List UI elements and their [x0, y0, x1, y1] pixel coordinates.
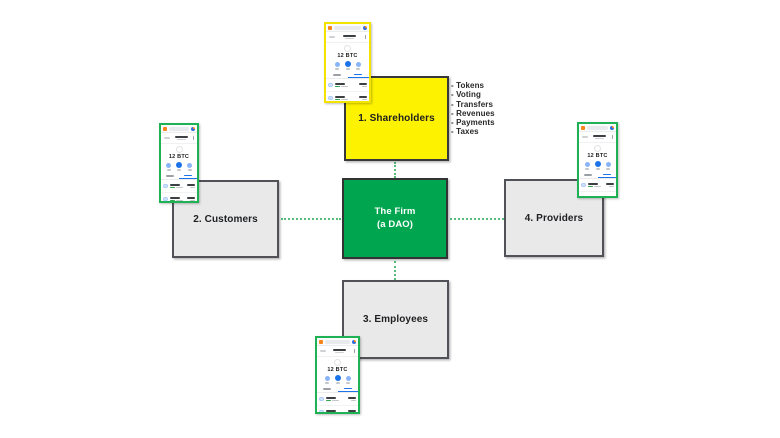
- wallet-browser-bar: [326, 24, 369, 32]
- wallet-logo-icon: [319, 339, 323, 344]
- wallet-action-swap: [355, 61, 361, 70]
- wallet-transaction-row: [579, 179, 616, 192]
- wallet-balance-text: 12 BTC: [327, 367, 348, 373]
- wallet-menu-dots-icon: [192, 136, 194, 140]
- wallet-avatar-icon: [363, 25, 367, 30]
- node-employees-label: 3. Employees: [362, 314, 429, 325]
- wallet-browser-bar: [579, 124, 616, 132]
- wallet-account-header: [579, 132, 616, 143]
- wallet-transaction-row: [317, 406, 358, 412]
- wallet-account-header: [317, 346, 358, 357]
- node-firm: The Firm (a DAO): [342, 178, 448, 259]
- wallet-action-send: [594, 161, 601, 170]
- wallet-action-buy: [166, 162, 171, 171]
- wallet-coin-icon: [344, 45, 351, 52]
- wallet-account-name: [174, 135, 188, 141]
- wallet-action-buy: [584, 161, 590, 170]
- wallet-avatar-icon: [191, 126, 195, 131]
- wallet-mockup-employees: 12 BTC: [315, 336, 360, 414]
- wallet-transaction-row: [161, 193, 197, 201]
- wallet-account-header: [161, 133, 197, 144]
- wallet-action-buy: [334, 61, 340, 70]
- wallet-balance-text: 12 BTC: [168, 154, 190, 160]
- wallet-browser-bar: [317, 338, 358, 346]
- connector-firm-employees: [394, 261, 396, 280]
- wallet-account-name: [343, 34, 357, 40]
- wallet-coin-icon: [334, 359, 341, 366]
- wallet-tab-activity: [337, 386, 358, 392]
- wallet-network-label-bar: [582, 136, 588, 138]
- wallet-action-swap: [345, 375, 351, 384]
- wallet-balance-text: 12 BTC: [587, 153, 608, 159]
- wallet-address-bar: [325, 339, 350, 344]
- node-firm-label-line1: The Firm: [374, 206, 416, 217]
- wallet-menu-dots-icon: [611, 135, 613, 139]
- wallet-coin-icon: [175, 146, 183, 153]
- wallet-address-bar: [334, 25, 361, 30]
- wallet-logo-icon: [328, 25, 332, 30]
- feature-item: - Taxes: [451, 127, 479, 137]
- node-providers: 4. Providers: [504, 179, 604, 257]
- feature-item: - Payments: [451, 118, 495, 128]
- node-shareholders-label: 1. Shareholders: [358, 113, 435, 124]
- wallet-tabs: [161, 173, 197, 180]
- wallet-network-label-bar: [164, 137, 170, 139]
- wallet-account-header: [326, 32, 369, 43]
- wallet-avatar-icon: [352, 339, 356, 344]
- node-firm-label-line2: (a DAO): [376, 218, 414, 230]
- wallet-transaction-row: [326, 79, 369, 92]
- wallet-network-label-bar: [329, 36, 335, 38]
- wallet-mockup-customers: 12 BTC: [159, 123, 199, 203]
- wallet-menu-dots-icon: [364, 35, 366, 39]
- wallet-tab-activity: [179, 173, 197, 179]
- wallet-tab-assets: [326, 72, 348, 78]
- wallet-tab-assets: [317, 386, 338, 392]
- feature-item: - Tokens: [451, 81, 485, 90]
- wallet-transaction-row: [161, 180, 197, 193]
- wallet-account-name: [333, 348, 347, 354]
- wallet-tabs: [326, 72, 369, 79]
- wallet-menu-dots-icon: [353, 349, 355, 353]
- wallet-address-bar: [169, 126, 189, 131]
- shareholder-feature-list: - Tokens - Voting - Transfers - Revenues…: [451, 81, 495, 137]
- wallet-transaction-row: [326, 92, 369, 101]
- wallet-coin-icon: [594, 145, 601, 152]
- wallet-action-buttons: [326, 61, 369, 71]
- wallet-logo-icon: [581, 125, 585, 130]
- wallet-account-name: [593, 134, 607, 140]
- wallet-action-buttons: [317, 375, 358, 385]
- wallet-action-send: [334, 375, 341, 384]
- wallet-tabs: [317, 386, 358, 393]
- wallet-network-label-bar: [320, 350, 326, 352]
- wallet-browser-bar: [161, 125, 197, 133]
- feature-item: - Voting: [451, 90, 481, 100]
- wallet-tab-assets: [579, 172, 598, 178]
- wallet-action-swap: [187, 162, 192, 171]
- connector-firm-shareholders: [394, 162, 396, 178]
- wallet-mockup-providers: 12 BTC: [577, 122, 618, 198]
- wallet-logo-icon: [163, 126, 167, 131]
- wallet-avatar-icon: [610, 125, 614, 130]
- wallet-mockup-shareholders: 12 BTC: [324, 22, 371, 103]
- wallet-balance-text: 12 BTC: [337, 53, 358, 59]
- wallet-tab-activity: [347, 72, 369, 78]
- node-customers-label: 2. Customers: [193, 213, 258, 225]
- wallet-transaction-row: [579, 192, 616, 196]
- wallet-action-send: [344, 61, 351, 70]
- node-providers-label: 4. Providers: [524, 212, 584, 224]
- connector-firm-customers: [281, 218, 341, 220]
- wallet-action-buttons: [579, 161, 616, 171]
- wallet-action-send: [176, 162, 182, 171]
- wallet-address-bar: [587, 125, 608, 130]
- connector-firm-providers: [450, 218, 504, 220]
- wallet-tab-activity: [597, 172, 616, 178]
- feature-item: - Transfers: [451, 99, 494, 109]
- wallet-action-swap: [605, 161, 611, 170]
- wallet-tab-assets: [161, 173, 179, 179]
- feature-item: - Revenues: [451, 108, 495, 118]
- wallet-tabs: [579, 172, 616, 179]
- wallet-transaction-row: [317, 393, 358, 406]
- wallet-action-buttons: [161, 162, 197, 172]
- wallet-action-buy: [324, 375, 330, 384]
